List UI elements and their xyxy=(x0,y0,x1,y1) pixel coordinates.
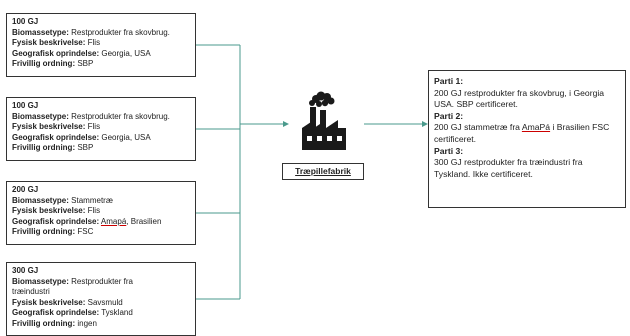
part-title: Parti 1: xyxy=(434,76,464,86)
source-line: træindustri xyxy=(12,287,50,297)
source-line: Geografisk oprindelse: Amapá, Brasilien xyxy=(12,216,162,226)
source-line: Frivillig ordning: SBP xyxy=(12,59,94,69)
part-title: Parti 3: xyxy=(434,145,464,156)
source-amount: 100 GJ xyxy=(12,17,39,26)
source-line: Geografisk oprindelse: Tyskland xyxy=(12,308,133,318)
source-line: Frivillig ordning: SBP xyxy=(12,143,94,153)
source-line: Biomassetype: Stammetræ xyxy=(12,195,113,205)
source-box-1: 100 GJ Biomassetype: Restprodukter fra s… xyxy=(6,13,196,77)
source-line: Fysisk beskrivelse: Flis xyxy=(12,38,101,48)
source-line: Biomassetype: Restprodukter fra skovbrug… xyxy=(12,111,170,121)
source-box-2: 100 GJ Biomassetype: Restprodukter fra s… xyxy=(6,97,196,161)
source-amount: 300 GJ xyxy=(12,266,39,275)
result-box: Parti 1: 200 GJ restprodukter fra skovbr… xyxy=(428,70,626,208)
part-text: 300 GJ restprodukter fra træindustri fra… xyxy=(434,157,583,179)
source-line: Frivillig ordning: ingen xyxy=(12,318,97,328)
part-title: Parti 2: xyxy=(434,110,464,121)
source-amount: 100 GJ xyxy=(12,101,39,110)
source-line: Biomassetype: Restprodukter fra skovbrug… xyxy=(12,27,170,37)
factory-icon xyxy=(302,91,346,150)
source-line: Fysisk beskrivelse: Savsmuld xyxy=(12,297,123,307)
source-line: Fysisk beskrivelse: Flis xyxy=(12,122,101,132)
part-text: 200 GJ stammetræ fra AmaPá i Brasilien F… xyxy=(434,122,610,144)
factory-label: Træpillefabrik xyxy=(282,163,364,180)
source-box-4: 300 GJ Biomassetype: Restprodukter fra t… xyxy=(6,262,196,336)
part-text: 200 GJ restprodukter fra skovbrug, i Geo… xyxy=(434,87,605,110)
source-line: Fysisk beskrivelse: Flis xyxy=(12,206,101,216)
source-line: Geografisk oprindelse: Georgia, USA xyxy=(12,132,151,142)
source-line: Frivillig ordning: FSC xyxy=(12,227,94,237)
source-amount: 200 GJ xyxy=(12,185,39,194)
source-line: Biomassetype: Restprodukter fra xyxy=(12,276,133,286)
source-line: Geografisk oprindelse: Georgia, USA xyxy=(12,48,151,58)
source-box-3: 200 GJ Biomassetype: Stammetræ Fysisk be… xyxy=(6,181,196,245)
